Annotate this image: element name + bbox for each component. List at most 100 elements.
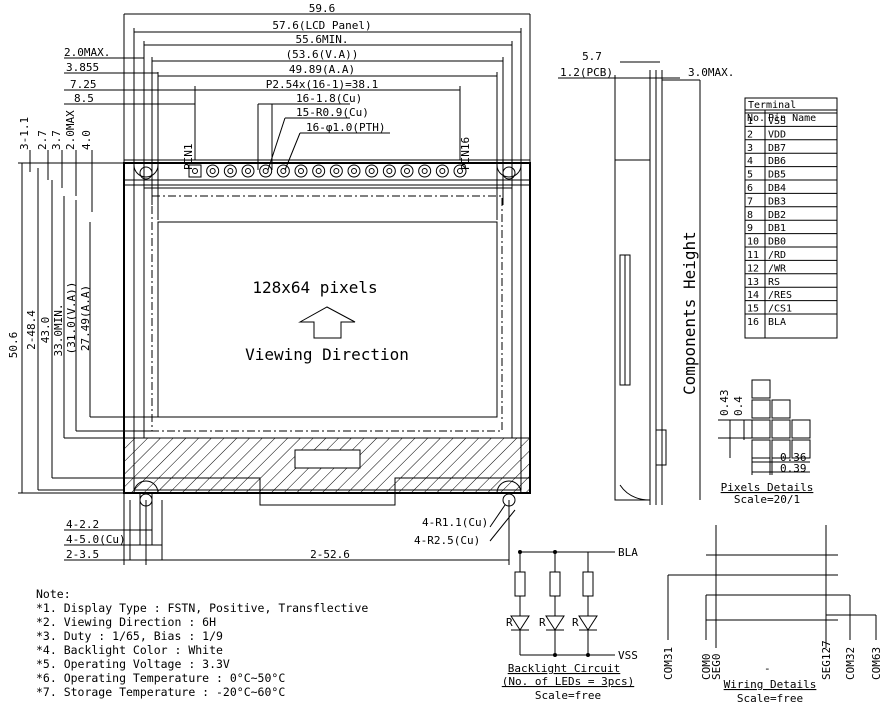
pin-pad [188,164,202,178]
resistor-label-2: R [539,616,546,629]
module-front-view [123,159,531,507]
terminal-pin-name: DB5 [768,170,786,181]
pin-pad [206,164,220,178]
dim-top-3: 3.7 [50,130,63,150]
wiring-label-seg127: SEG127 [820,640,833,680]
terminal-pin-name: /RD [768,250,786,261]
pin-pad [382,164,396,178]
dim-min: 55.6MIN. [296,33,349,46]
note-item-6: *6. Operating Temperature : 0°C~50°C [36,671,285,685]
dim-offset2: 7.25 [70,78,97,91]
top-dimension-texts: 59.6 57.6(LCD Panel) 55.6MIN. 2.0MAX. (5… [64,2,472,170]
terminal-pin-name: /RES [768,290,792,301]
backlight-circuit: BLA VSS R R R Backlight Circuit (No. of … [502,546,638,702]
terminal-pin-no: 3 [747,143,753,154]
dim-height-4: 33.0MIN. [52,304,65,357]
terminal-pin-no: 12 [747,263,759,274]
terminal-pin-name: DB3 [768,196,786,207]
bottom-dimension-lines [64,493,516,565]
resolution-label: 128x64 pixels [252,278,377,297]
viewing-direction-group: 128x64 pixels Viewing Direction [245,278,409,364]
note-item-4: *4. Backlight Color : White [36,643,223,657]
pin-hole [245,168,251,174]
dim-pitch: P2.54x(16-1)=38.1 [266,78,379,91]
pin-pads [188,164,467,178]
pin-hole [262,168,269,174]
viewing-arrow-icon [298,306,356,339]
pin-hole [192,168,198,174]
terminal-pin-name: DB6 [768,156,786,167]
note-item-5: *5. Operating Voltage : 3.3V [36,657,230,671]
dim-va: (53.6(V.A)) [286,48,359,61]
dim-offset3: 8.5 [74,92,94,105]
terminal-pin-name: /CS1 [768,304,792,315]
pin-pad [365,164,379,178]
terminal-pin-name: DB4 [768,183,786,194]
note-item-1: *1. Display Type : FSTN, Positive, Trans… [36,601,368,615]
resistor-label-1: R [506,616,513,629]
terminal-pin-no: 6 [747,183,753,194]
terminal-pin-name: RS [768,277,780,288]
pin-hole [421,168,428,174]
pin-pad [223,164,237,178]
dim-pcb: 1.2(PCB) [560,66,613,79]
resistor-label-3: R [572,616,579,629]
terminal-col-name: Pin Name [768,113,816,124]
terminal-pin-no: 11 [747,250,759,261]
pin-pad [418,164,432,178]
viewing-direction-label: Viewing Direction [245,345,409,364]
terminal-pin-name: DB0 [768,237,786,248]
pin16-label: PIN16 [459,137,472,170]
pin-pad [347,164,361,178]
wiring-caption: Wiring Details [724,678,817,691]
wiring-label-com31: COM31 [662,647,675,680]
pin-hole [404,168,410,174]
terminal-pin-no: 9 [747,223,753,234]
top-dimension-lines [64,13,531,220]
pin-pad [276,164,290,178]
pin-pad [259,164,273,178]
dim-edge: 2-3.5 [66,548,99,561]
note-item-7: *7. Storage Temperature : -20°C~60°C [36,685,285,699]
dim-height-outline: 50.6 [7,332,20,359]
dim-max-thickness: 3.0MAX. [688,66,734,79]
terminal-col-no: No. [747,113,765,124]
dim-r2: 4-R2.5(Cu) [414,534,480,547]
dim-max: 2.0MAX. [64,46,110,59]
pixels-caption: Pixels Details [721,481,814,494]
dim-hole-cu: 4-2.2 [66,518,99,531]
dim-height-6: 27.49(A.A) [79,285,92,351]
dim-top-2: 2.7 [36,130,49,150]
pixel-dim-4: 0.39 [780,462,807,475]
terminal-pin-no: 13 [747,277,759,288]
pin-hole [315,168,322,174]
dim-r1: 4-R1.1(Cu) [422,516,488,529]
dim-thickness: 5.7 [582,50,602,63]
pixels-detail: 0.43 0.4 0.36 0.39 Pixels Details Scale=… [718,379,814,506]
pixels-scale: Scale=20/1 [734,493,800,506]
side-view [558,61,701,505]
pin-hole [227,168,234,174]
pin-hole [386,168,393,174]
terminal-pin-name: VDD [768,129,786,140]
note-item-2: *2. Viewing Direction : 6H [36,615,216,629]
terminal-pin-name: BLA [768,317,786,328]
dim-hole: 16-φ1.0(PTH) [306,121,385,134]
note-item-3: *3. Duty : 1/65, Bias : 1/9 [36,629,223,643]
pixel-dim-2: 0.4 [732,396,745,416]
dim-aa: 49.89(A.A) [289,63,355,76]
dim-pad-r: 15-R0.9(Cu) [296,106,369,119]
dim-hole-pad: 4-5.0(Cu) [66,533,126,546]
dim-top-5: 4.0 [80,130,93,150]
pin-pad [435,164,449,178]
bla-label: BLA [618,546,638,559]
pixel-dim-3: 0.36 [780,451,807,464]
wiring-label-com63: COM63 [870,647,883,680]
dim-top-1: 3-1.1 [18,117,31,150]
left-dimension-texts: 50.6 2-48.4 43.0 33.0MIN. (31.0(V.A)) 27… [7,110,93,358]
pin-hole [351,168,357,174]
pin-pad [453,164,467,178]
terminal-pin-name: DB2 [768,210,786,221]
